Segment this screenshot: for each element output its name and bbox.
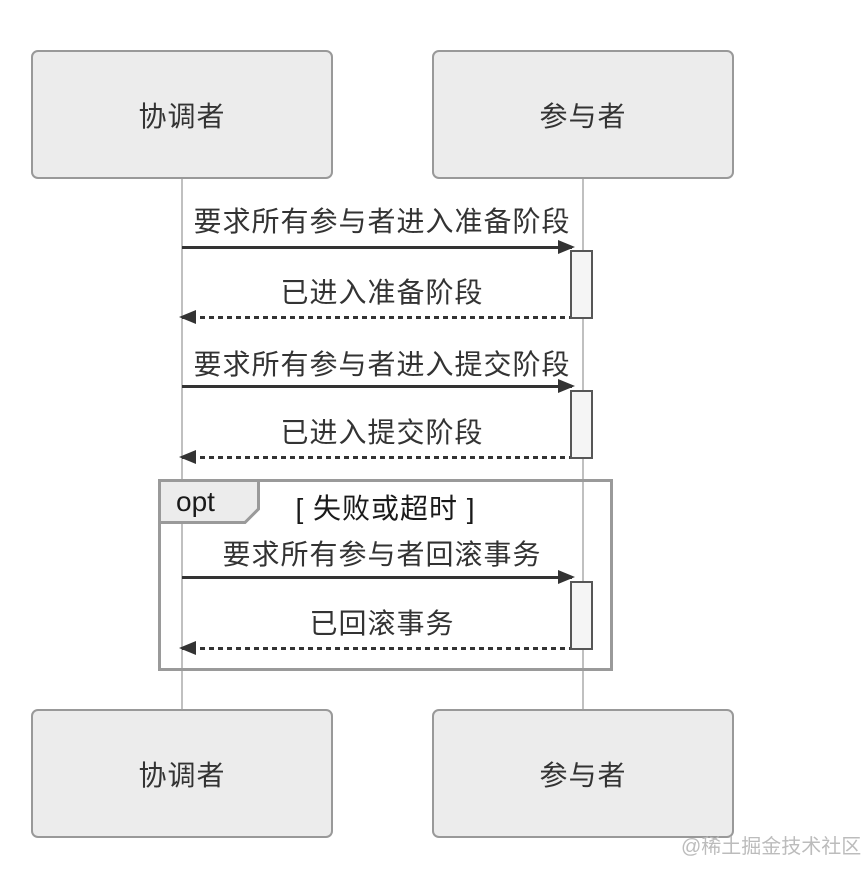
message-line-prepare-reply: [182, 316, 570, 319]
watermark-text: @稀土掘金技术社区: [681, 836, 862, 858]
arrowhead-left-icon: [179, 641, 196, 655]
actor-label-participant: 参与者: [539, 759, 627, 791]
opt-fragment-tab: [158, 479, 260, 524]
message-label-commit-request: 要求所有参与者进入提交阶段: [193, 349, 571, 380]
actor-label-coordinator: 协调者: [138, 100, 226, 132]
message-line-commit-reply: [182, 456, 570, 459]
actor-box-participant-bottom: 参与者: [432, 709, 734, 838]
message-label-rollback-reply: 已回滚事务: [309, 608, 455, 639]
arrowhead-left-icon: [179, 310, 196, 324]
message-line-rollback-request: [182, 576, 572, 579]
message-line-commit-request: [182, 385, 572, 388]
message-label-rollback-request: 要求所有参与者回滚事务: [222, 539, 542, 570]
actor-box-coordinator-bottom: 协调者: [31, 709, 333, 838]
opt-guard-label: [ 失败或超时 ]: [295, 493, 476, 524]
actor-box-coordinator-top: 协调者: [31, 50, 333, 179]
arrowhead-right-icon: [558, 570, 575, 584]
activation-bar-commit: [570, 390, 593, 459]
arrowhead-left-icon: [179, 450, 196, 464]
actor-box-participant-top: 参与者: [432, 50, 734, 179]
activation-bar-rollback: [570, 581, 593, 650]
arrowhead-right-icon: [558, 379, 575, 393]
opt-keyword-label: opt: [176, 486, 215, 517]
actor-label-coordinator: 协调者: [138, 759, 226, 791]
message-label-commit-reply: 已进入提交阶段: [280, 417, 484, 448]
lifeline-coordinator: [181, 179, 183, 709]
opt-fragment-frame: [158, 479, 613, 671]
activation-bar-prepare: [570, 250, 593, 319]
message-line-rollback-reply: [182, 647, 570, 650]
message-line-prepare-request: [182, 246, 572, 249]
message-label-prepare-reply: 已进入准备阶段: [280, 277, 484, 308]
message-label-prepare-request: 要求所有参与者进入准备阶段: [193, 206, 571, 237]
actor-label-participant: 参与者: [539, 100, 627, 132]
